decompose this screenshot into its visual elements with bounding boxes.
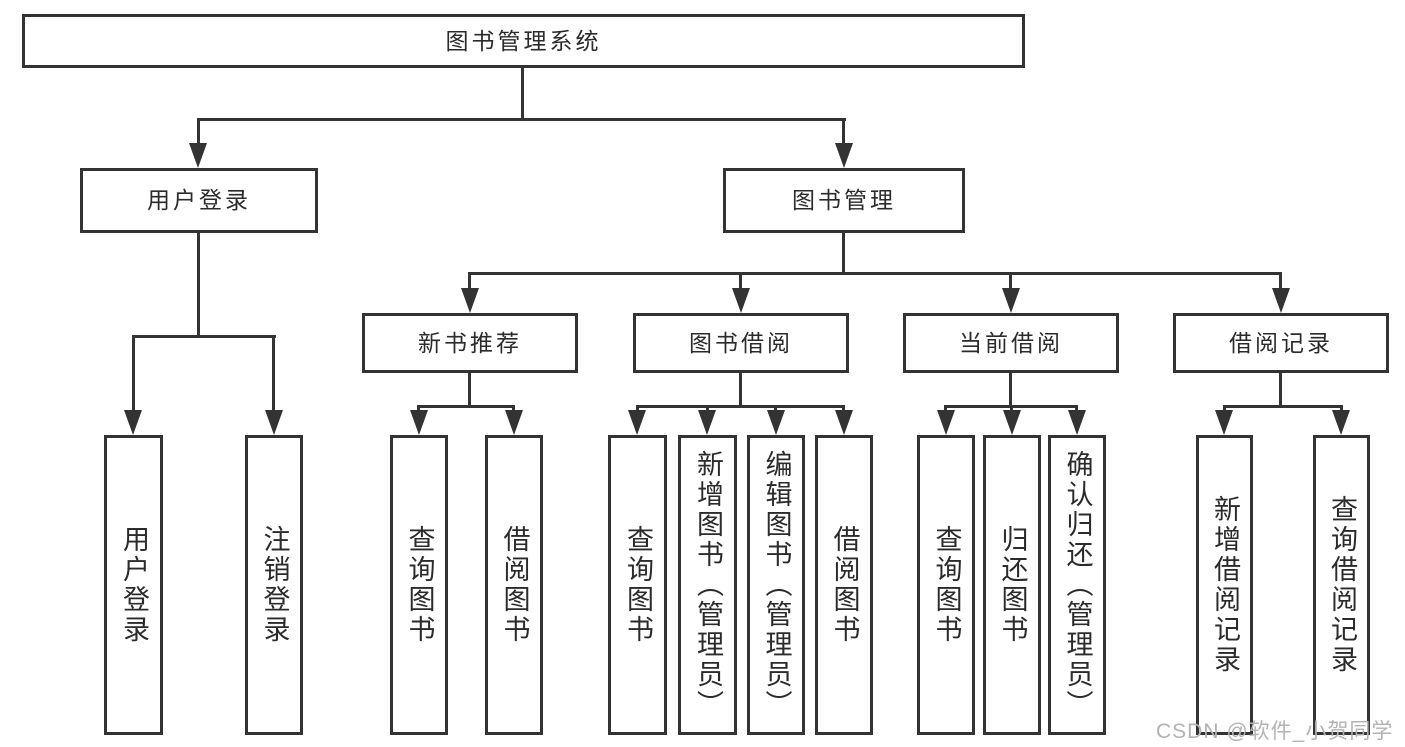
arrowhead-book-borrow bbox=[732, 288, 750, 313]
arrowhead-cb-confirm bbox=[1068, 410, 1086, 435]
node-root: 图书管理系统 bbox=[22, 14, 1025, 68]
node-current-borrow-label: 当前借阅 bbox=[959, 329, 1063, 356]
node-book-mgmt: 图书管理 bbox=[723, 168, 965, 233]
drop-nb-query bbox=[417, 405, 420, 411]
leaf-logout: 注销登录 bbox=[245, 435, 303, 735]
arrowhead-cb-query bbox=[937, 410, 955, 435]
leaf-br-query-record: 查询借阅记录 bbox=[1313, 435, 1370, 735]
drop-bb-query bbox=[636, 405, 639, 411]
drop-br-add bbox=[1223, 405, 1226, 411]
arrowhead-cb-return bbox=[1003, 410, 1021, 435]
leaf-nb-borrow-books: 借阅图书 bbox=[485, 435, 543, 735]
leaf-cb-return-books: 归还图书 bbox=[983, 435, 1041, 735]
leaf-nb-query-books-label: 查询图书 bbox=[404, 525, 435, 645]
leaf-cb-confirm-return: 确认归还（管理员） bbox=[1048, 435, 1106, 735]
drop-book-mgmt bbox=[842, 118, 845, 145]
drop-borrow-records bbox=[1279, 272, 1282, 289]
node-book-borrow: 图书借阅 bbox=[633, 313, 849, 373]
arrowhead-br-query bbox=[1332, 410, 1350, 435]
arrowhead-borrow-records bbox=[1272, 288, 1290, 313]
leaf-bb-query-books: 查询图书 bbox=[608, 435, 667, 735]
arrowhead-bb-borrow bbox=[835, 410, 853, 435]
leaf-cb-query-books: 查询图书 bbox=[917, 435, 975, 735]
leaf-cb-query-books-label: 查询图书 bbox=[931, 525, 962, 645]
node-borrow-records-label: 借阅记录 bbox=[1229, 329, 1333, 356]
drop-bb-edit bbox=[774, 405, 777, 411]
node-book-mgmt-label: 图书管理 bbox=[792, 187, 896, 213]
arrowhead-book-mgmt bbox=[835, 143, 853, 168]
arrowhead-bb-query bbox=[628, 410, 646, 435]
arrowhead-br-add bbox=[1215, 410, 1233, 435]
drop-leaf-logout bbox=[272, 335, 275, 411]
node-new-books-label: 新书推荐 bbox=[418, 329, 522, 356]
drop-current-borrow bbox=[1009, 272, 1012, 289]
leaf-cb-confirm-return-label: 确认归还（管理员） bbox=[1062, 450, 1093, 720]
node-borrow-records: 借阅记录 bbox=[1173, 313, 1389, 373]
leaf-br-add-record-label: 新增借阅记录 bbox=[1210, 495, 1240, 675]
stem-new-books bbox=[468, 373, 471, 405]
arrowhead-leaf-login bbox=[124, 410, 142, 435]
drop-nb-borrow bbox=[512, 405, 515, 411]
rail-new-books bbox=[417, 405, 515, 408]
arrowhead-leaf-logout bbox=[265, 410, 283, 435]
drop-cb-query bbox=[944, 405, 947, 411]
rail-level2 bbox=[468, 272, 1282, 275]
leaf-bb-edit-books-label: 编辑图书（管理员） bbox=[761, 450, 792, 720]
leaf-br-query-record-label: 查询借阅记录 bbox=[1327, 495, 1357, 675]
leaf-nb-borrow-books-label: 借阅图书 bbox=[499, 525, 530, 645]
drop-leaf-login bbox=[132, 335, 135, 411]
drop-cb-return bbox=[1010, 405, 1013, 411]
arrowhead-nb-query bbox=[410, 410, 428, 435]
leaf-user-login-label: 用户登录 bbox=[119, 525, 149, 645]
node-new-books: 新书推荐 bbox=[362, 313, 578, 373]
leaf-logout-label: 注销登录 bbox=[259, 525, 290, 645]
arrowhead-bb-add bbox=[698, 410, 716, 435]
arrowhead-nb-borrow bbox=[505, 410, 523, 435]
node-user-login: 用户登录 bbox=[80, 168, 318, 233]
leaf-user-login: 用户登录 bbox=[104, 435, 163, 735]
arrowhead-new-books bbox=[461, 288, 479, 313]
rail-user-login bbox=[132, 335, 276, 338]
leaf-bb-edit-books: 编辑图书（管理员） bbox=[747, 435, 805, 735]
rail-level1 bbox=[197, 118, 846, 121]
drop-user-login bbox=[197, 118, 200, 145]
leaf-bb-add-books: 新增图书（管理员） bbox=[678, 435, 737, 735]
stem-borrow-records bbox=[1279, 373, 1282, 405]
csdn-watermark: CSDN @软件_小贺同学 bbox=[1156, 720, 1394, 743]
leaf-bb-query-books-label: 查询图书 bbox=[623, 525, 653, 645]
stem-book-borrow bbox=[739, 373, 742, 405]
drop-cb-confirm bbox=[1075, 405, 1078, 411]
drop-bb-borrow bbox=[842, 405, 845, 411]
stem-current-borrow bbox=[1009, 373, 1012, 405]
stem-root bbox=[521, 68, 524, 118]
leaf-nb-query-books: 查询图书 bbox=[390, 435, 448, 735]
leaf-cb-return-books-label: 归还图书 bbox=[997, 525, 1028, 645]
drop-br-query bbox=[1340, 405, 1343, 411]
arrowhead-current-borrow bbox=[1002, 288, 1020, 313]
drop-bb-add bbox=[706, 405, 709, 411]
arrowhead-user-login bbox=[189, 143, 207, 168]
rail-book-borrow bbox=[636, 405, 845, 408]
leaf-bb-borrow-books: 借阅图书 bbox=[815, 435, 873, 735]
stem-book-mgmt bbox=[842, 233, 845, 272]
stem-user-login bbox=[197, 233, 200, 335]
arrowhead-bb-edit bbox=[767, 410, 785, 435]
leaf-bb-add-books-label: 新增图书（管理员） bbox=[693, 450, 723, 720]
drop-new-books bbox=[468, 272, 471, 289]
drop-book-borrow bbox=[739, 272, 742, 289]
node-book-borrow-label: 图书借阅 bbox=[689, 329, 793, 356]
node-root-label: 图书管理系统 bbox=[445, 27, 602, 54]
node-user-login-label: 用户登录 bbox=[147, 187, 251, 213]
leaf-bb-borrow-books-label: 借阅图书 bbox=[829, 525, 860, 645]
node-current-borrow: 当前借阅 bbox=[903, 313, 1119, 373]
rail-borrow-records bbox=[1223, 405, 1343, 408]
leaf-br-add-record: 新增借阅记录 bbox=[1196, 435, 1253, 735]
